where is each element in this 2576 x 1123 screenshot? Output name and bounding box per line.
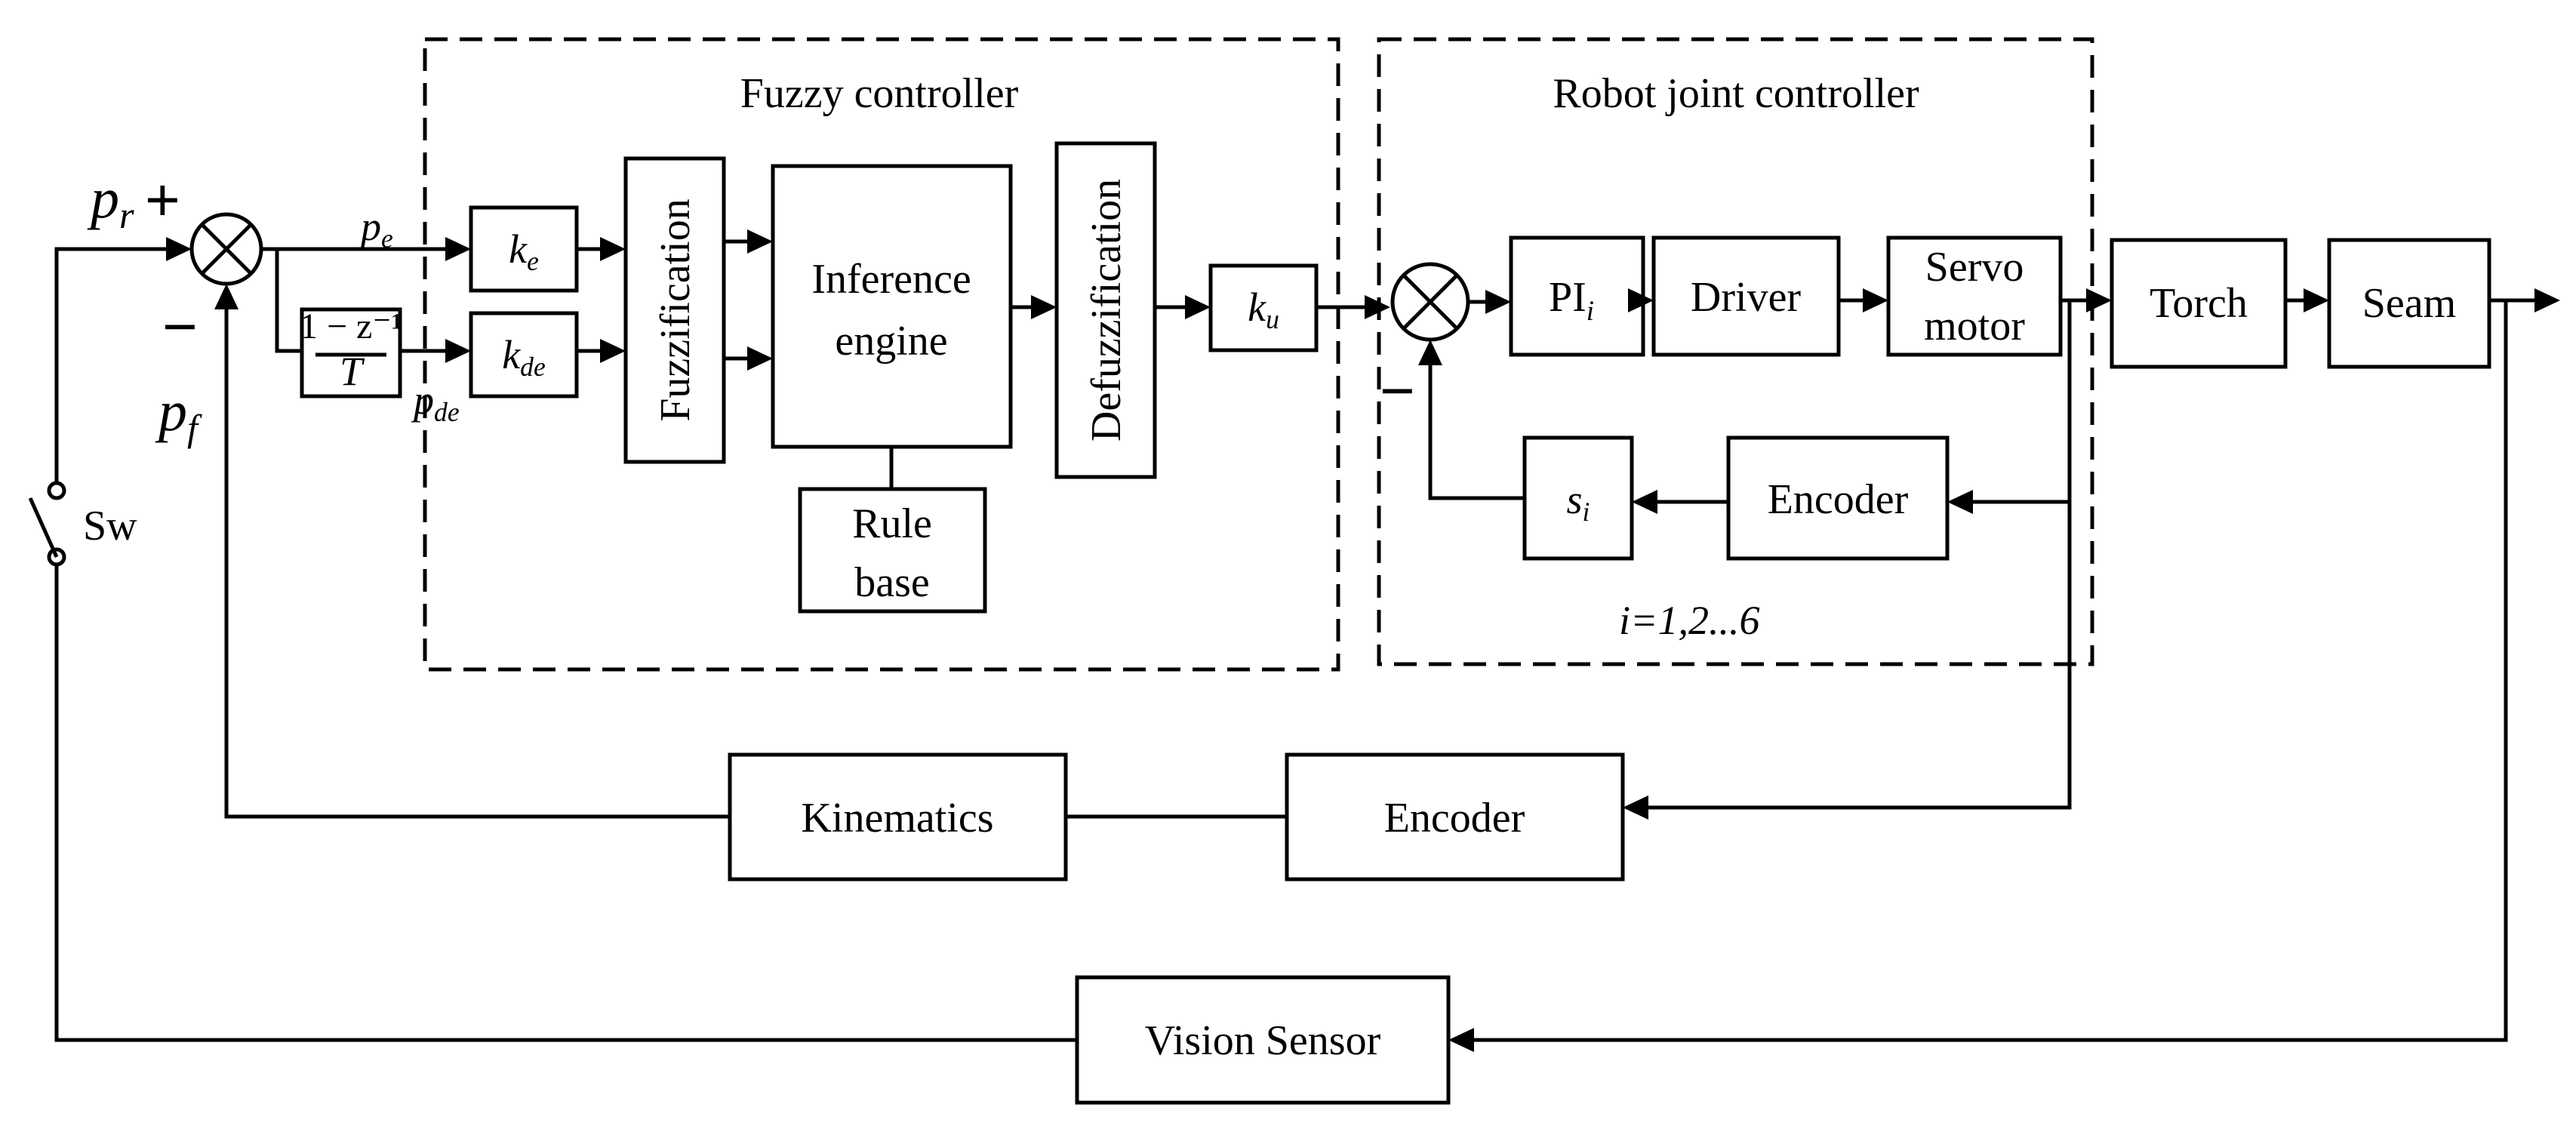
- switch-label: Sw: [83, 503, 137, 549]
- sign-minus: −: [162, 293, 198, 360]
- signal-pe: pe: [358, 204, 393, 254]
- defuzzification-block: [1054, 141, 1157, 479]
- sign-plus: +: [145, 166, 180, 233]
- si-block: [1522, 435, 1634, 561]
- sign-minus-inner: −: [1380, 357, 1415, 424]
- rule-base-block: [798, 487, 987, 614]
- derivative-denominator: T: [340, 349, 365, 394]
- summing-junction-joint: [1390, 262, 1470, 342]
- gain-ke-label: ke: [509, 226, 539, 276]
- pi-controller-block: [1509, 235, 1645, 357]
- robot-joint-controller-group: [1377, 37, 2094, 666]
- fuzzy-controller-title: Fuzzy controller: [740, 70, 1019, 117]
- seam-block: [2327, 238, 2491, 369]
- rule-base-label-1: Rule: [852, 500, 932, 547]
- derivative-numerator: 1 − z⁻¹: [300, 306, 402, 346]
- gain-ke: [469, 205, 579, 293]
- wire-reference-input: [54, 247, 166, 483]
- si-label: si: [1567, 477, 1590, 527]
- servo-motor-label-2: motor: [1924, 303, 2025, 349]
- inference-engine-label-2: engine: [835, 318, 947, 365]
- fuzzification-label: Fuzzification: [652, 198, 699, 421]
- gain-ku-label: ku: [1248, 285, 1279, 334]
- switch-sw: [28, 481, 66, 567]
- driver-block: [1651, 235, 1841, 357]
- kinematics-block: [728, 752, 1068, 881]
- inference-engine-block: [771, 164, 1013, 449]
- signal-pde: pde: [411, 377, 460, 427]
- encoder-label: Encoder: [1384, 795, 1525, 841]
- fuzzy-controller-group: [423, 37, 1340, 672]
- vision-sensor-block: [1075, 975, 1451, 1105]
- kinematics-label: Kinematics: [801, 795, 993, 841]
- pi-controller-label: PIi: [1549, 274, 1594, 326]
- vision-sensor-label: Vision Sensor: [1145, 1017, 1381, 1064]
- servo-motor-label-1: Servo: [1925, 244, 2024, 291]
- signal-pf: pf: [155, 380, 202, 449]
- fuzzification-block: [623, 156, 726, 464]
- signal-pr: pr: [87, 167, 134, 236]
- driver-label: Driver: [1691, 274, 1802, 321]
- joint-index-label: i=1,2...6: [1619, 598, 1759, 643]
- seam-label: Seam: [2362, 280, 2456, 327]
- robot-joint-controller-title: Robot joint controller: [1553, 70, 1919, 117]
- encoder-block: [1285, 752, 1625, 881]
- gain-kde: [469, 311, 579, 398]
- torch-label: Torch: [2150, 280, 2248, 327]
- inference-engine-label-1: Inference: [811, 256, 971, 303]
- joint-encoder-block: [1726, 435, 1950, 561]
- servo-motor-block: [1886, 235, 2063, 357]
- gain-kde-label: kde: [502, 332, 546, 382]
- joint-encoder-label: Encoder: [1768, 476, 1909, 523]
- defuzzification-label: Defuzzification: [1083, 179, 1130, 442]
- rule-base-label-2: base: [854, 559, 930, 606]
- summing-junction-main: [189, 212, 263, 286]
- torch-block: [2110, 238, 2288, 369]
